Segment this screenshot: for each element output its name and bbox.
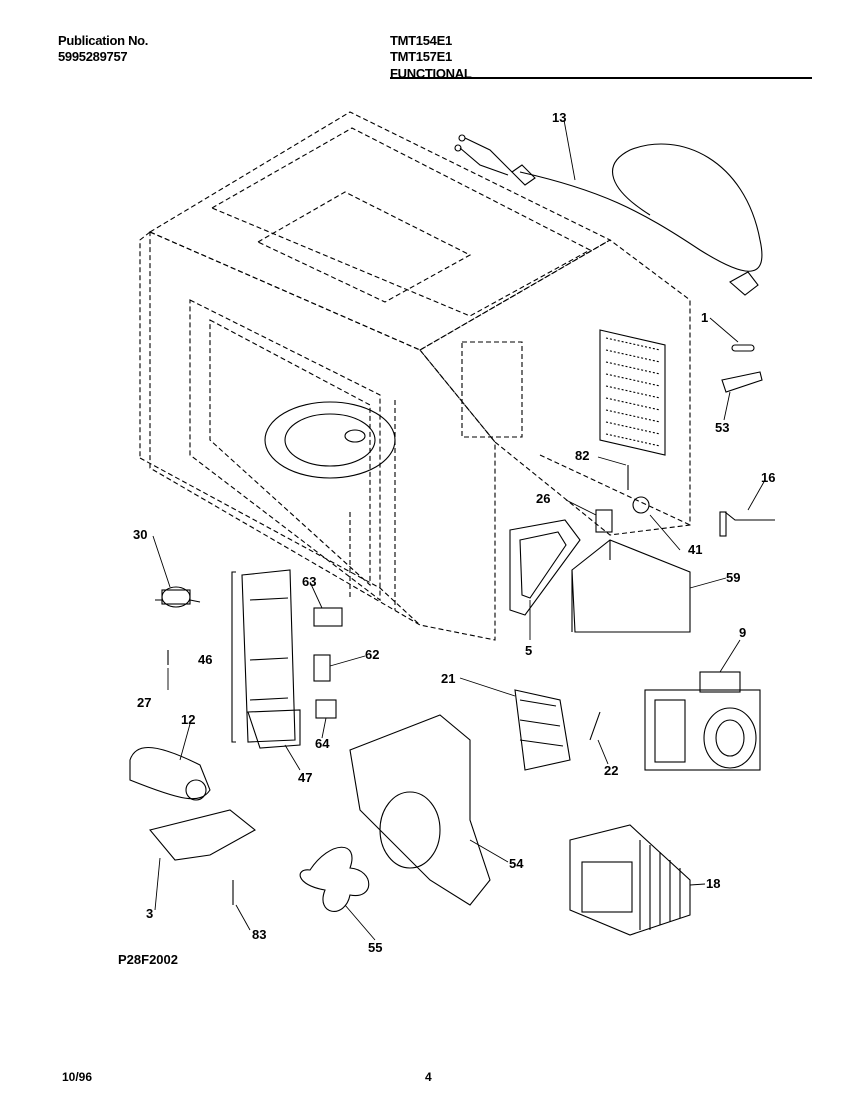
callout-53: 53 (715, 420, 729, 435)
screw-22 (589, 711, 601, 741)
waveguide-gasket (509, 519, 581, 616)
fuse-holder (721, 371, 763, 393)
turntable (264, 401, 396, 479)
callout-46: 46 (198, 652, 212, 667)
callout-27: 27 (137, 695, 151, 710)
fuse (731, 344, 755, 352)
callout-41: 41 (688, 542, 702, 557)
capacitor (129, 746, 211, 801)
vent-grille (599, 329, 666, 456)
callout-54: 54 (509, 856, 524, 871)
fan-bracket (349, 714, 491, 906)
leader-lines (152, 119, 766, 941)
door-lever (247, 709, 301, 749)
fan-motor (514, 689, 571, 771)
callout-5: 5 (525, 643, 532, 658)
header-rule (390, 77, 812, 79)
callout-labels: 13 1 53 82 16 26 41 59 5 9 30 63 62 46 2… (133, 110, 775, 955)
callout-13: 13 (552, 110, 566, 125)
callout-26: 26 (536, 491, 550, 506)
capacitor-bracket (149, 809, 256, 861)
publication-label: Publication No. (58, 33, 149, 48)
thermal-fuse (719, 511, 775, 537)
callout-21: 21 (441, 671, 455, 686)
footer-date: 10/96 (62, 1070, 93, 1084)
thermostat (595, 465, 650, 533)
callout-1: 1 (701, 310, 708, 325)
interlock-bracket (231, 569, 296, 743)
callout-22: 22 (604, 763, 618, 778)
magnetron (644, 671, 761, 771)
figure-code: P28F2002 (118, 952, 178, 967)
transformer (569, 824, 691, 936)
callout-9: 9 (739, 625, 746, 640)
callout-12: 12 (181, 712, 195, 727)
fan-blade (299, 846, 370, 912)
publication-number: 5995289757 (58, 49, 128, 64)
callout-62: 62 (365, 647, 379, 662)
callout-30: 30 (133, 527, 147, 542)
callout-47: 47 (298, 770, 312, 785)
callout-82: 82 (575, 448, 589, 463)
callout-63: 63 (302, 574, 316, 589)
model-number-1: TMT154E1 (390, 33, 452, 48)
callout-64: 64 (315, 736, 330, 751)
callout-55: 55 (368, 940, 382, 955)
callout-59: 59 (726, 570, 740, 585)
interlock-switch-63 (313, 607, 343, 627)
model-number-2: TMT157E1 (390, 49, 452, 64)
page-number: 4 (425, 1070, 432, 1084)
cabinet-outline (139, 111, 691, 641)
interlock-switch-62 (313, 654, 331, 682)
callout-16: 16 (761, 470, 775, 485)
turntable-motor (155, 586, 201, 608)
waveguide-cover (571, 539, 691, 633)
callout-83: 83 (252, 927, 266, 942)
callout-3: 3 (146, 906, 153, 921)
power-cord (454, 134, 763, 296)
interlock-switch-64 (315, 699, 337, 719)
callout-18: 18 (706, 876, 720, 891)
